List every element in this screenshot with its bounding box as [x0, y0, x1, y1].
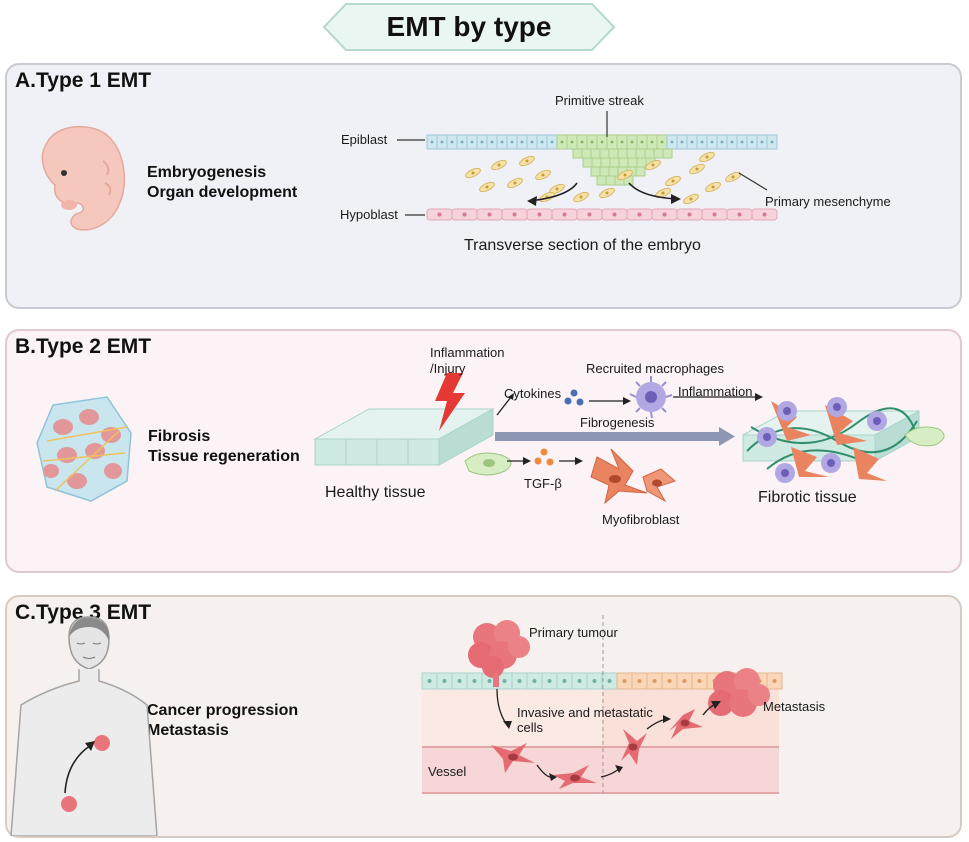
fibrosis-tissue-icon — [36, 396, 132, 502]
recruited-macrophages-label: Recruited macrophages — [586, 361, 725, 376]
vessel-label: Vessel — [428, 764, 467, 779]
panel-c-title: C.Type 3 EMT — [15, 601, 152, 624]
inflammation-injury-label-line2: /Injury — [430, 361, 466, 376]
panel-c-illustration — [10, 615, 783, 836]
healthy-tissue-block — [313, 408, 495, 466]
tgf-beta-molecules — [534, 448, 554, 466]
fibroblast-icon — [464, 452, 512, 476]
injury-lightning-icon — [435, 373, 465, 431]
inflammation-injury-label-line1: Inflammation — [430, 345, 505, 360]
panel-c-desc-line1: Cancer progression — [147, 702, 299, 719]
invasive-cells-label-line1: Invasive and metastatic — [517, 705, 653, 720]
panel-a-description: Embryogenesis Organ development — [147, 163, 297, 203]
body-tumour-icons — [61, 735, 110, 812]
metastasis-label: Metastasis — [763, 699, 826, 714]
invasive-cells-label-line2: cells — [517, 720, 544, 735]
panel-a-desc-line2: Organ development — [147, 184, 298, 201]
cytokine-molecules — [564, 389, 584, 406]
panel-type-3: C.Type 3 EMT Cancer progression Metastas… — [5, 595, 962, 838]
title-hexagon-shape — [322, 3, 616, 51]
title-banner: EMT by type — [322, 2, 616, 52]
panel-b-illustration — [36, 373, 945, 505]
macrophage-icon — [629, 376, 673, 419]
hypoblast-label: Hypoblast — [340, 207, 398, 222]
fibrotic-tissue-label: Fibrotic tissue — [758, 489, 857, 506]
embryo-icon — [41, 125, 126, 231]
fibrotic-tissue-block — [742, 397, 945, 483]
epiblast-label: Epiblast — [341, 132, 388, 147]
primary-tumour-icon — [468, 620, 530, 687]
fibrogenesis-label: Fibrogenesis — [580, 415, 655, 430]
primary-tumour-label: Primary tumour — [529, 625, 618, 640]
myofibroblast-label: Myofibroblast — [602, 512, 680, 527]
cytokines-label: Cytokines — [504, 386, 562, 401]
panel-b-description: Fibrosis Tissue regeneration — [148, 427, 300, 467]
hypoblast-layer — [426, 208, 778, 221]
fibrogenesis-arrow — [495, 432, 719, 441]
migrating-cancer-cells — [491, 709, 703, 789]
panel-a-illustration — [41, 111, 778, 231]
panel-b-desc-line1: Fibrosis — [148, 428, 211, 445]
panel-b-title: B.Type 2 EMT — [15, 335, 152, 358]
panel-a-title: A.Type 1 EMT — [15, 69, 152, 92]
panel-type-1: A.Type 1 EMT Embryogenesis Organ develop… — [5, 63, 962, 309]
spread-arrow — [64, 744, 92, 794]
epiblast-layer — [426, 134, 778, 150]
transverse-section-caption: Transverse section of the embryo — [464, 237, 701, 254]
panel-type-2: B.Type 2 EMT Fibrosis Tissue regeneratio… — [5, 329, 962, 573]
panel-c-description: Cancer progression Metastasis — [147, 701, 298, 741]
primitive-streak-label: Primitive streak — [555, 93, 644, 108]
myofibroblast-cells — [590, 448, 676, 505]
panel-a-desc-line1: Embryogenesis — [147, 164, 267, 181]
inflammation-label: Inflammation — [678, 384, 753, 399]
human-figure-icon — [10, 616, 158, 836]
panel-c-desc-line2: Metastasis — [147, 722, 229, 739]
panel-b-desc-line2: Tissue regeneration — [148, 448, 300, 465]
mesenchyme-pointer — [738, 172, 768, 191]
vessel — [422, 747, 779, 793]
metastasis-tumour-icon — [708, 668, 770, 717]
page-title: EMT by type — [386, 11, 552, 42]
cytokines-arrow — [496, 396, 512, 416]
healthy-tissue-label: Healthy tissue — [325, 484, 426, 501]
tgf-beta-label: TGF-β — [524, 476, 562, 491]
primary-mesenchyme-label: Primary mesenchyme — [765, 194, 891, 209]
